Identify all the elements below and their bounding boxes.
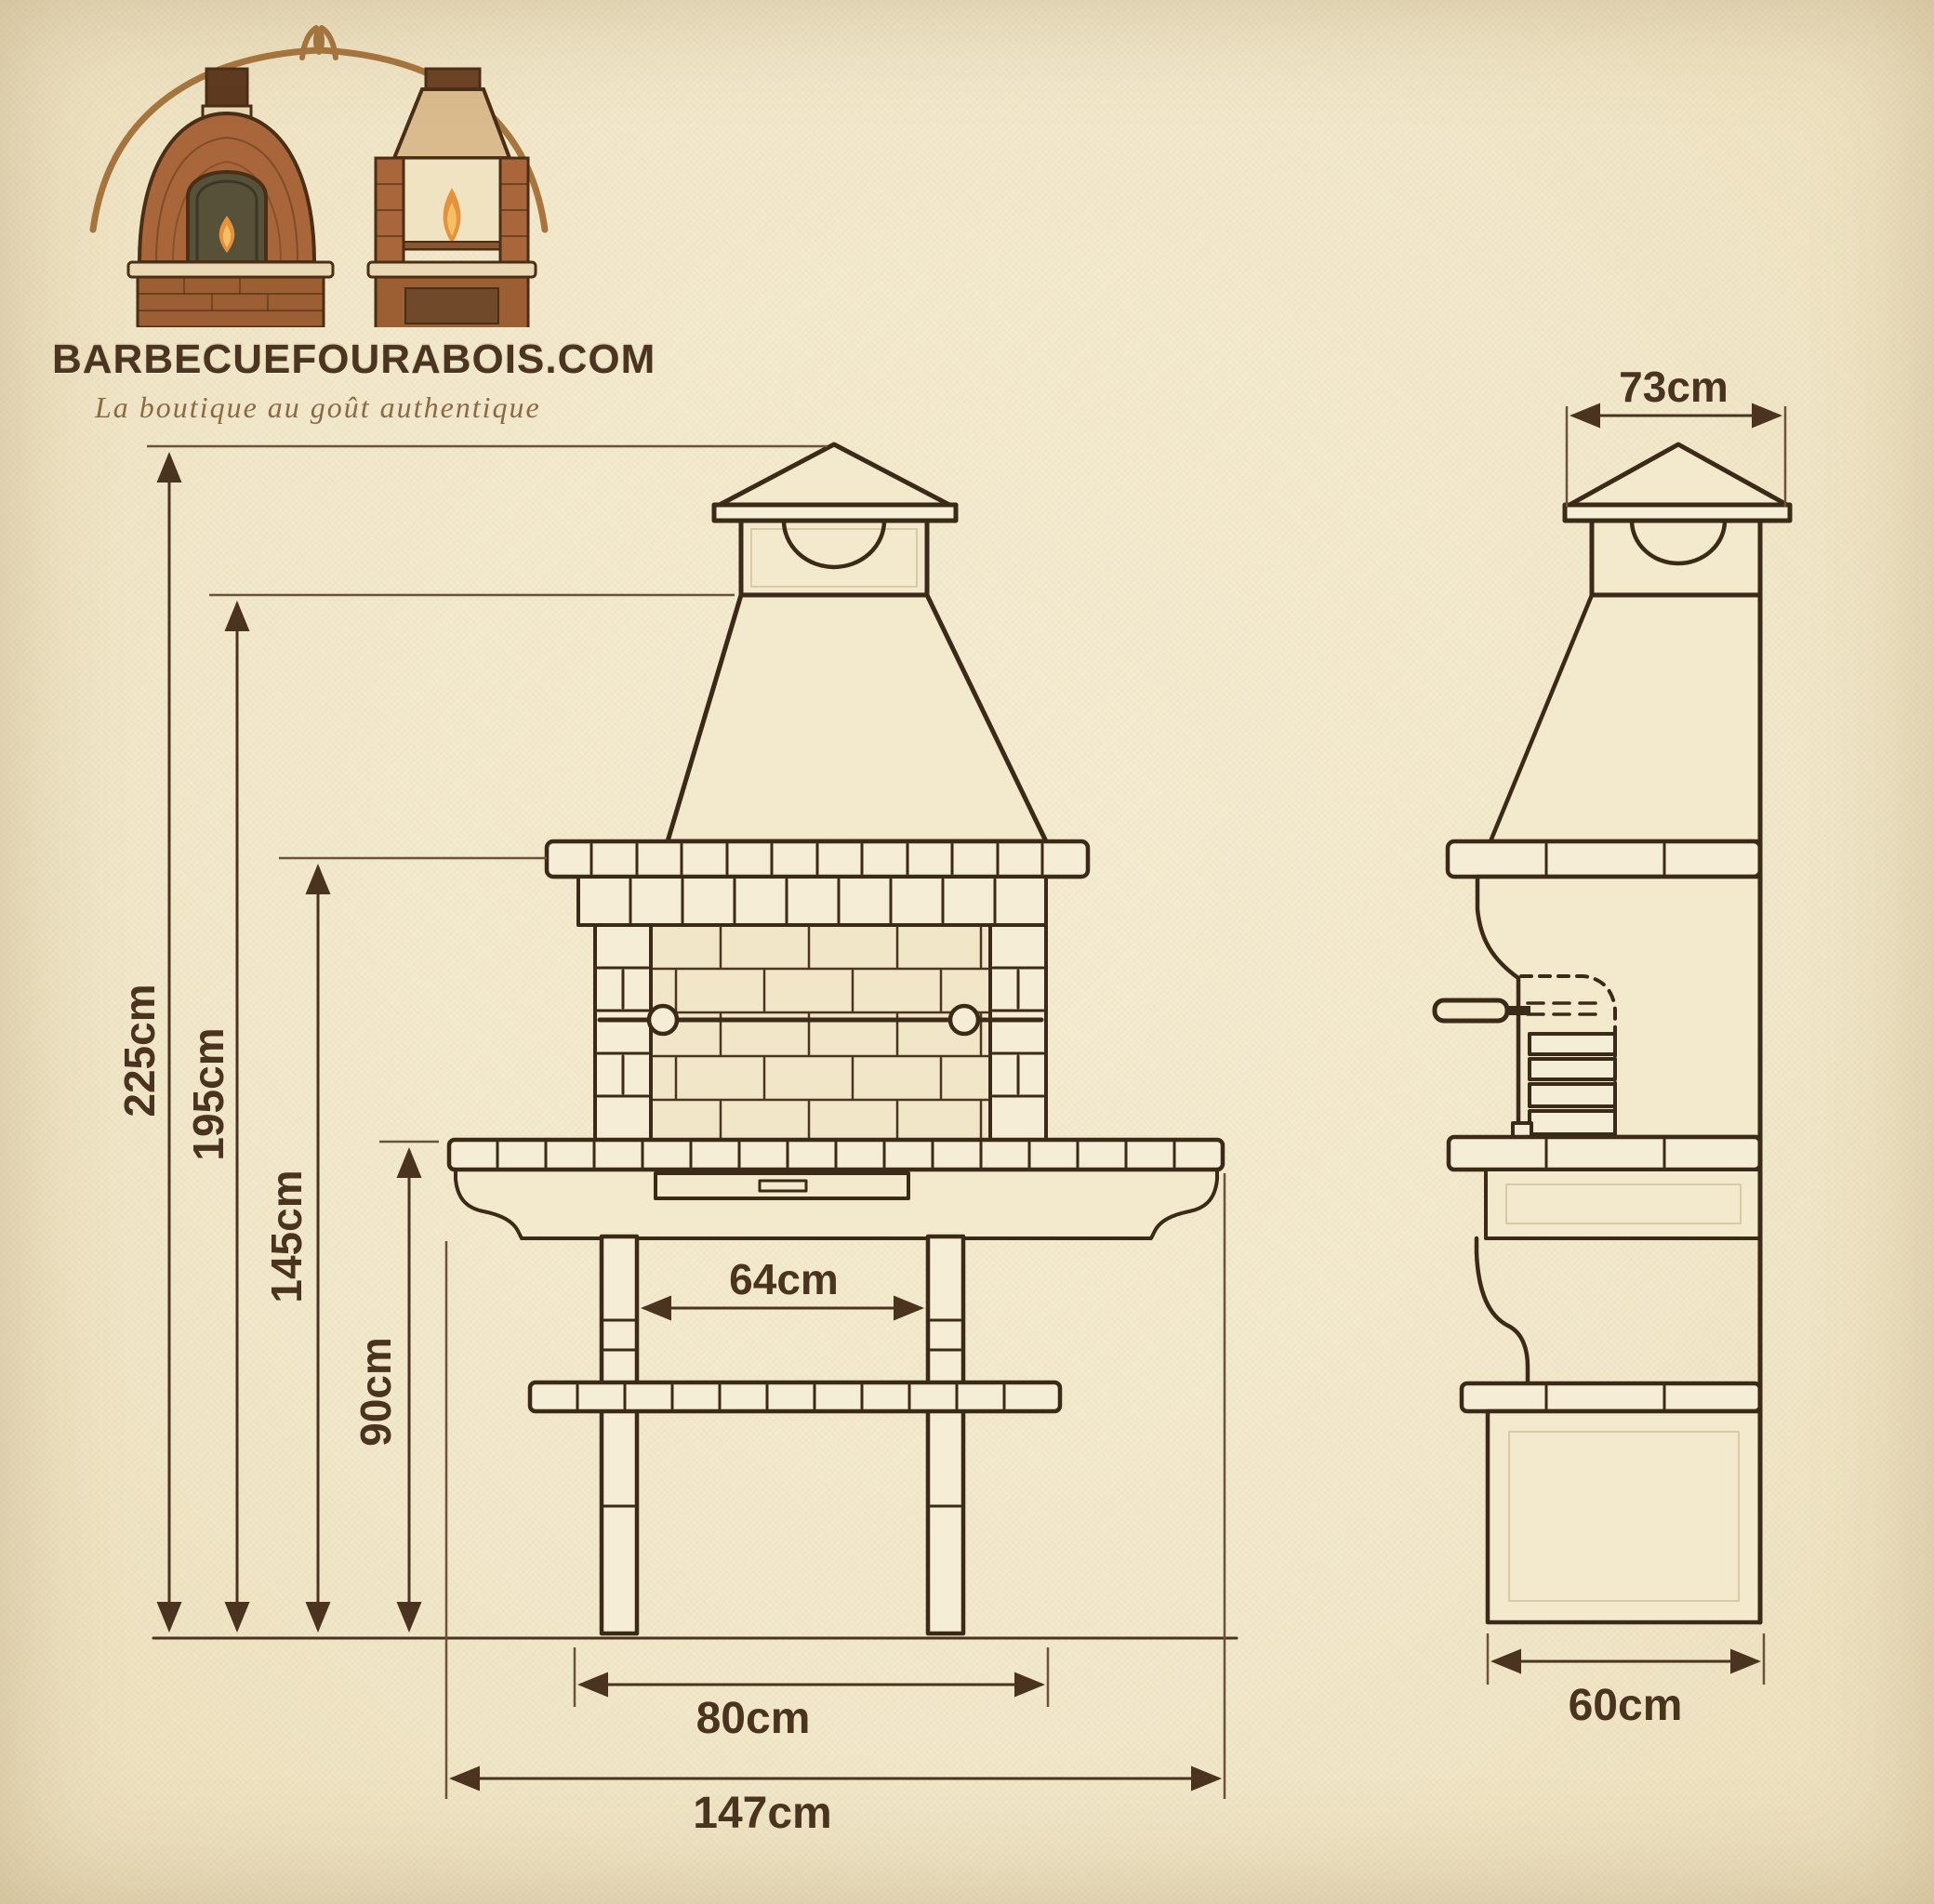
dimension-ledge-height: 145cm: [262, 856, 547, 1633]
side-pedestal: [1485, 1408, 1763, 1625]
dimension-cap-width: 73cm: [1565, 363, 1787, 507]
dimension-inner-leg-span: 64cm: [641, 1255, 924, 1321]
rotisserie-bar: [597, 1003, 1044, 1037]
logo-barbecue-icon: [366, 67, 537, 327]
front-view: [152, 442, 1239, 1640]
dim-label-leg-span: 80cm: [696, 1694, 811, 1743]
front-columns: [593, 923, 1048, 1142]
dim-label-depth: 60cm: [1569, 1681, 1683, 1730]
dim-label-total-height: 225cm: [115, 984, 164, 1117]
dim-label-worktop-height: 90cm: [351, 1337, 400, 1447]
side-view: [1432, 442, 1793, 1625]
dimension-depth: 60cm: [1486, 1633, 1766, 1730]
front-upper-ledge: [544, 839, 1091, 879]
dimension-worktop-height: 90cm: [351, 1140, 439, 1633]
dim-label-inner-leg-span: 64cm: [729, 1255, 839, 1303]
front-counter: [446, 1137, 1225, 1240]
brand-tagline: La boutique au goût authentique: [95, 390, 541, 424]
rotisserie-crank-handle: [1432, 998, 1530, 1024]
side-lower-shelf: [1459, 1381, 1763, 1414]
dimension-total-width: 147cm: [444, 1173, 1226, 1838]
front-legs: [599, 1234, 966, 1636]
dimension-hood-top-height: 195cm: [184, 593, 735, 1633]
side-hidden-chamber: [1519, 974, 1617, 1134]
dim-label-cap-width: 73cm: [1619, 363, 1729, 411]
dim-label-hood-top-height: 195cm: [184, 1027, 232, 1160]
dim-label-total-width: 147cm: [693, 1789, 831, 1838]
brand-title: BARBECUEFOURABOIS.COM: [52, 337, 656, 382]
side-counter: [1446, 1134, 1763, 1172]
side-brick-stack: [1511, 1032, 1617, 1139]
side-upper-ledge: [1445, 839, 1763, 879]
front-firebox: [649, 923, 992, 1142]
side-molding: [1474, 1236, 1530, 1386]
brand-logo-illustration: [89, 25, 549, 327]
dimension-leg-span: 80cm: [573, 1647, 1050, 1743]
front-lintel: [576, 875, 1048, 927]
logo-oven-icon: [126, 67, 335, 327]
dimension-total-height: 225cm: [115, 444, 828, 1633]
dim-label-ledge-height: 145cm: [262, 1170, 311, 1302]
logo-arch-ornament: [89, 25, 549, 233]
front-lower-shelf: [527, 1380, 1063, 1414]
